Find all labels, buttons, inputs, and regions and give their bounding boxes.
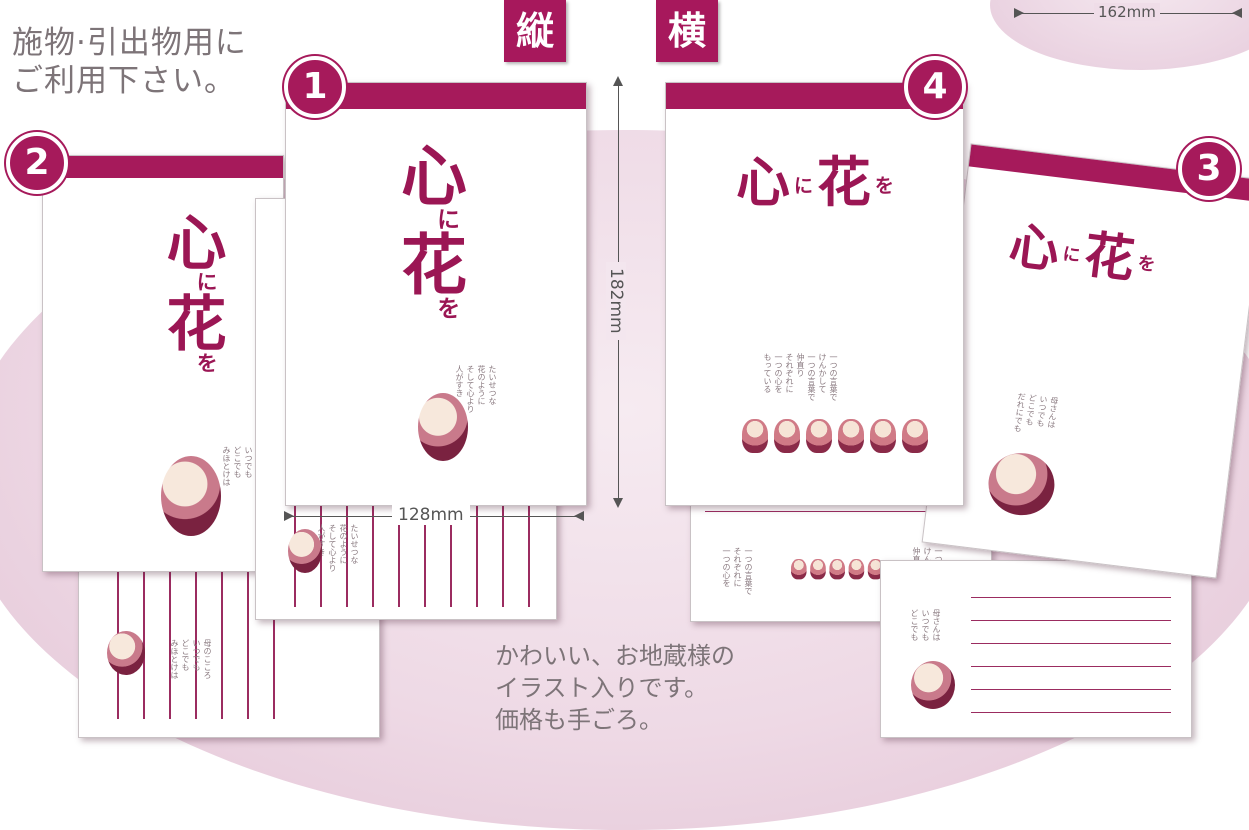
- jizo-illustration: [911, 661, 955, 709]
- sheet-2-back: 母のこころ いつでも どこでも みほとけは: [78, 560, 380, 738]
- jizo-illustration: [418, 393, 468, 461]
- poem-text: 一つの言葉で それぞれに 一つの心を: [722, 547, 753, 595]
- sheet-1: 心に花を たいせつな 花のように そして心より 人がすき: [285, 82, 587, 506]
- poem-text: たいせつな 花のように そして心より 人がすき: [455, 365, 497, 413]
- caption-line-1: かわいい、お地蔵様の: [495, 642, 735, 670]
- headline-line-1: 施物·引出物用に: [12, 25, 247, 61]
- jizo-row-illustration: [791, 559, 884, 580]
- horizontal-badge: 横: [656, 0, 718, 62]
- writing-lines: [971, 575, 1171, 725]
- caption-line-3: 価格も手ごろ。: [495, 706, 663, 734]
- calligraphy: 心に花を: [1005, 215, 1157, 289]
- width-label-horizontal: 162mm: [1094, 3, 1160, 21]
- jizo-illustration: [288, 529, 322, 573]
- poem-text: 母さんは いつでも どこでも: [910, 609, 941, 641]
- calligraphy: 心に花を: [736, 150, 894, 214]
- jizo-illustration: [161, 456, 221, 536]
- headline-line-2: ご利用下さい。: [12, 63, 236, 99]
- sheet-3: 心に花を 母さんは いつでも どこでも だれにでも: [921, 143, 1249, 579]
- calligraphy: 心に花を: [156, 211, 226, 373]
- jizo-illustration: [984, 449, 1058, 519]
- width-label-vertical: 128mm: [392, 505, 470, 525]
- poem-text: 母のこころ いつでも どこでも みほとけは: [170, 639, 212, 679]
- sheet-number-4: 4: [904, 56, 966, 118]
- jizo-illustration: [107, 631, 145, 675]
- calligraphy: 心に花を: [390, 141, 468, 320]
- height-label: 182mm: [606, 262, 626, 340]
- sheet-2: 心に花を 母のこころ いつでも どこでも みほとけは: [42, 155, 284, 572]
- sheet-3-back: 母さんは いつでも どこでも: [880, 560, 1192, 738]
- sheet-number-1: 1: [284, 56, 346, 118]
- vertical-badge: 縦: [504, 0, 566, 62]
- sheet-4: 心に花を 一つの言葉で けんかして 一つの言葉で 仲直り それぞれに 一つの心を…: [665, 82, 964, 506]
- poem-text: 一つの言葉で けんかして 一つの言葉で 仲直り それぞれに 一つの心を もってい…: [763, 353, 838, 401]
- poem-text: 母さんは いつでも どこでも だれにでも: [1012, 391, 1060, 433]
- jizo-row-illustration: [742, 419, 928, 453]
- sheet-band: [43, 156, 283, 178]
- caption-line-2: イラスト入りです。: [495, 674, 709, 702]
- sheet-number-3: 3: [1178, 138, 1240, 200]
- poem-text: たいせつな 花のように そして心より 人がすき: [317, 524, 359, 572]
- sheet-number-2: 2: [6, 132, 68, 194]
